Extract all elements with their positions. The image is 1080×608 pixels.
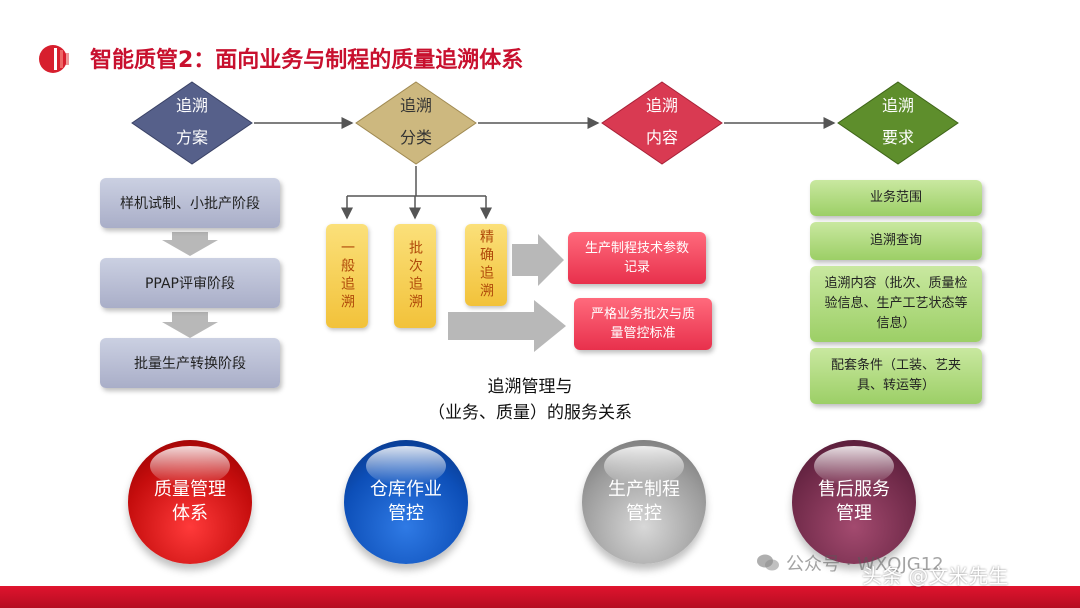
sphere-label-line1: 质量管理 — [154, 479, 226, 500]
service-relation-text: 追溯管理与 （业务、质量）的服务关系 — [380, 374, 680, 426]
sphere-label-line2: 管控 — [388, 503, 424, 524]
diamond-label-line2: 要求 — [881, 128, 914, 147]
wechat-icon — [757, 554, 779, 571]
requirement-box-conditions: 配套条件（工装、艺夹具、转运等） — [810, 348, 982, 404]
diamond-label-line1: 追溯 — [881, 96, 914, 115]
sphere-label-line1: 生产制程 — [608, 479, 680, 500]
stage-box-mass-production: 批量生产转换阶段 — [100, 338, 280, 388]
page-title: 智能质管2：面向业务与制程的质量追溯体系 — [90, 48, 524, 73]
requirement-box-scope: 业务范围 — [810, 180, 982, 216]
content-box-batch-standard: 严格业务批次与质量管控标准 — [574, 298, 712, 350]
wechat-watermark: 公众号 · WXQJG12 — [756, 550, 944, 576]
diamond-trace-plan: 追溯 方案 — [130, 80, 254, 166]
diamond-label-line2: 分类 — [399, 128, 432, 147]
bottom-red-bar — [0, 586, 1080, 608]
sphere-label-line1: 仓库作业 — [370, 479, 442, 500]
diamond-label-line2: 方案 — [175, 128, 208, 147]
diamond-label-line1: 追溯 — [399, 96, 432, 115]
sphere-label-line2: 体系 — [172, 503, 208, 524]
diamond-trace-requirement: 追溯 要求 — [836, 80, 960, 166]
title-logo-icon — [38, 44, 76, 74]
category-label: 批次追溯 — [407, 240, 423, 312]
category-precise-trace: 精确追溯 — [465, 224, 507, 306]
category-batch-trace: 批次追溯 — [394, 224, 436, 328]
stage-box-ppap: PPAP评审阶段 — [100, 258, 280, 308]
stage-box-prototype: 样机试制、小批产阶段 — [100, 178, 280, 228]
sphere-quality-system: 质量管理 体系 — [128, 440, 252, 564]
diamond-trace-content: 追溯 内容 — [600, 80, 724, 166]
category-label: 一般追溯 — [339, 240, 355, 312]
sphere-label-line1: 售后服务 — [818, 479, 890, 500]
sphere-label-line2: 管理 — [836, 503, 872, 524]
diamond-label-line1: 追溯 — [645, 96, 678, 115]
service-relation-line2: （业务、质量）的服务关系 — [428, 403, 632, 423]
requirement-box-query: 追溯查询 — [810, 222, 982, 260]
category-label: 精确追溯 — [478, 229, 494, 301]
service-relation-line1: 追溯管理与 — [487, 377, 573, 397]
wechat-watermark-text: 公众号 · WXQJG12 — [786, 554, 944, 575]
sphere-process-control: 生产制程 管控 — [582, 440, 706, 564]
content-box-process-params: 生产制程技术参数记录 — [568, 232, 706, 284]
sphere-after-sales: 售后服务 管理 — [792, 440, 916, 564]
category-general-trace: 一般追溯 — [326, 224, 368, 328]
requirement-box-content: 追溯内容（批次、质量检验信息、生产工艺状态等信息） — [810, 266, 982, 342]
diamond-label-line1: 追溯 — [175, 96, 208, 115]
diamond-label-line2: 内容 — [645, 128, 678, 147]
toutiao-watermark: 头条 @文米先生 — [862, 564, 1009, 588]
diamond-trace-category: 追溯 分类 — [354, 80, 478, 166]
sphere-label-line2: 管控 — [626, 503, 662, 524]
sphere-warehouse-control: 仓库作业 管控 — [344, 440, 468, 564]
